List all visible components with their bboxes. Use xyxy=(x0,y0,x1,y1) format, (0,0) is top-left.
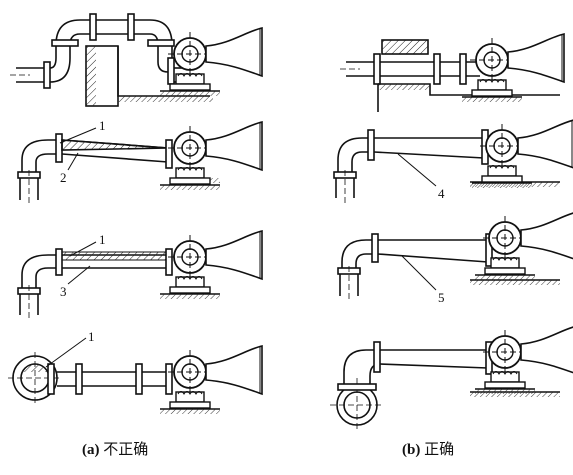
pump-a1 xyxy=(159,27,263,97)
label-1b: 1 xyxy=(99,232,106,247)
caption-incorrect-marker: (a) xyxy=(82,442,100,458)
label-5: 5 xyxy=(438,290,445,305)
caption-incorrect-text: 不正确 xyxy=(103,442,149,458)
label-2: 2 xyxy=(60,170,67,185)
leader-4 xyxy=(397,153,437,187)
leader-5 xyxy=(401,255,437,291)
label-4: 4 xyxy=(438,186,445,201)
label-1a: 1 xyxy=(99,118,106,133)
pump-a4 xyxy=(159,345,263,415)
leader-3 xyxy=(67,265,91,285)
leader-1b xyxy=(69,241,97,257)
caption-correct: (b) 正确 xyxy=(402,438,454,459)
pump-b1 xyxy=(461,33,565,103)
diagram-a1-loop-over-wall xyxy=(10,13,213,107)
caption-correct-text: 正确 xyxy=(424,442,455,458)
pump-a3 xyxy=(159,230,263,300)
label-3: 3 xyxy=(60,284,67,299)
diagram-a4-bottom-elbow-wrong xyxy=(8,352,173,404)
diagram-b4-bottom-elbow-correct xyxy=(330,341,560,430)
leader-2 xyxy=(67,152,79,171)
caption-correct-marker: (b) xyxy=(402,442,421,458)
leader-1c xyxy=(45,337,87,368)
leader-1a xyxy=(59,127,97,144)
label-1c: 1 xyxy=(88,329,95,344)
caption-incorrect: (a) 不正确 xyxy=(82,438,148,459)
diagram-a3-concentric-reducer-wrong xyxy=(17,248,173,320)
